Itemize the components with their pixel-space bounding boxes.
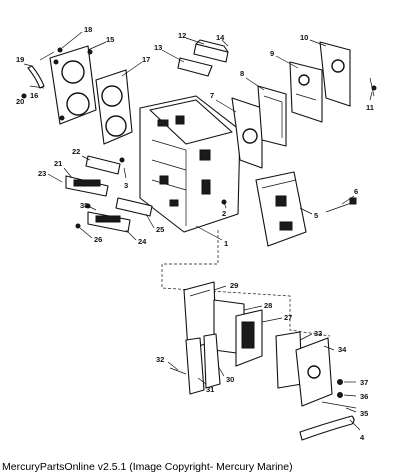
callout-33: 33 <box>314 329 322 338</box>
callout-12: 12 <box>178 31 186 40</box>
exhaust-plate-8 <box>257 85 287 147</box>
callout-19: 19 <box>16 55 24 64</box>
callout-8: 8 <box>240 69 244 78</box>
callout-35: 35 <box>360 409 368 418</box>
callout-4: 4 <box>360 433 365 442</box>
head-gasket <box>95 69 133 145</box>
callout-2: 2 <box>222 209 226 218</box>
callout-7: 7 <box>210 91 214 100</box>
callout-5: 5 <box>314 211 318 220</box>
callout-38: 38 <box>80 201 88 210</box>
cover-30 <box>203 333 221 389</box>
cylinder-head <box>49 45 97 125</box>
copyright-footer: MercuryPartsOnline v2.5.1 (Image Copyrig… <box>2 461 293 473</box>
hose-4 <box>299 415 355 441</box>
callout-10: 10 <box>300 33 308 42</box>
callout-31: 31 <box>206 385 214 394</box>
callout-22: 22 <box>72 147 80 156</box>
callout-28: 28 <box>264 301 272 310</box>
bolt-6 <box>325 197 357 213</box>
cover-34 <box>295 337 333 407</box>
callout-36: 36 <box>360 392 368 401</box>
water-hose <box>27 51 55 89</box>
callout-23: 23 <box>38 169 46 178</box>
assembly-guide-path <box>161 230 331 337</box>
callout-9: 9 <box>270 49 274 58</box>
callout-14: 14 <box>216 33 225 42</box>
reed-block-21 <box>65 175 109 197</box>
crankcase-cover <box>255 171 307 247</box>
callout-34: 34 <box>338 345 347 354</box>
leader-lines <box>23 31 373 431</box>
callout-24: 24 <box>138 237 147 246</box>
callout-27: 27 <box>284 313 292 322</box>
reed-block-24 <box>87 211 131 233</box>
callout-29: 29 <box>230 281 238 290</box>
callout-20: 20 <box>16 97 24 106</box>
callout-30: 30 <box>226 375 234 384</box>
callout-26: 26 <box>94 235 102 244</box>
gasket-13 <box>177 57 213 77</box>
callout-13: 13 <box>154 43 162 52</box>
gasket-22 <box>85 155 121 175</box>
callout-6: 6 <box>354 187 358 196</box>
diagram-canvas: 1 2 3 4 5 6 7 8 9 10 11 12 13 14 15 16 1… <box>16 25 377 442</box>
callout-25: 25 <box>156 225 164 234</box>
reed-cover-12 <box>193 39 229 63</box>
callout-15: 15 <box>106 35 114 44</box>
callout-3: 3 <box>124 181 128 190</box>
callout-11: 11 <box>366 103 374 112</box>
callout-21: 21 <box>54 159 62 168</box>
exhaust-cover-9 <box>289 61 323 123</box>
exhaust-cover-10 <box>319 41 351 107</box>
callout-37: 37 <box>360 378 368 387</box>
callout-labels: 1 2 3 4 5 6 7 8 9 10 11 12 13 14 15 16 1… <box>16 25 374 442</box>
gasket-25 <box>115 197 153 217</box>
plate-27 <box>235 309 263 367</box>
crankcase-block <box>139 95 241 233</box>
gasket-31 <box>185 337 205 395</box>
callout-16: 16 <box>30 91 38 100</box>
callout-18: 18 <box>84 25 92 34</box>
callout-1: 1 <box>224 239 228 248</box>
callout-17: 17 <box>142 55 150 64</box>
callout-32: 32 <box>156 355 164 364</box>
exhaust-plate-7 <box>231 97 263 169</box>
